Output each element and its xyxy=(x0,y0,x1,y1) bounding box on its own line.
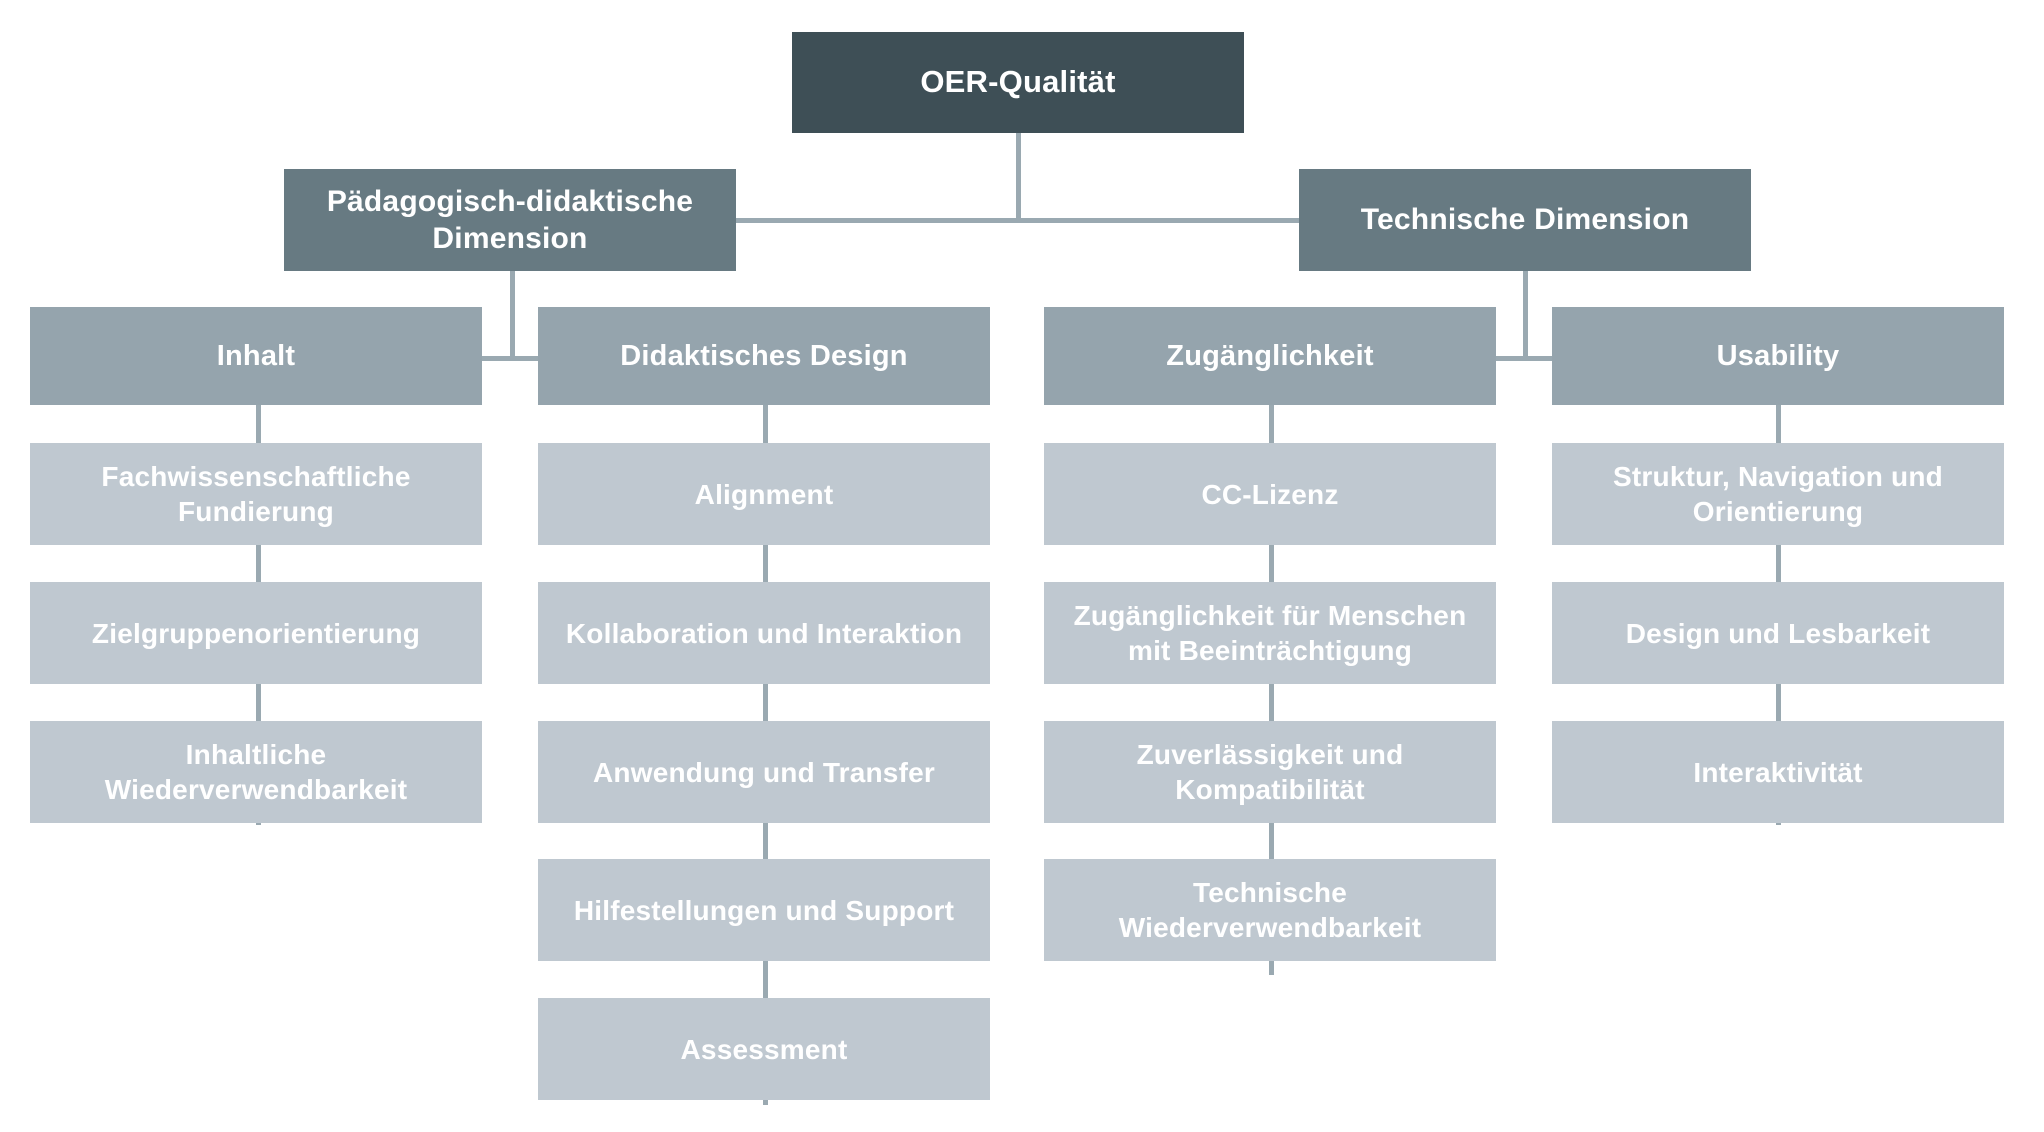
node-didaktisches-design[interactable]: Didaktisches Design xyxy=(538,307,990,405)
node-usability[interactable]: Usability xyxy=(1552,307,2004,405)
node-kollaboration-und-interaktion[interactable]: Kollaboration und Interaktion xyxy=(538,582,990,684)
node-zugaenglichkeit[interactable]: Zugänglichkeit xyxy=(1044,307,1496,405)
node-fachwissenschaftliche-fundierung[interactable]: Fachwissenschaftliche Fundierung xyxy=(30,443,482,545)
node-inhaltliche-wiederverwendbarkeit[interactable]: Inhaltliche Wiederverwendbarkeit xyxy=(30,721,482,823)
node-label: Anwendung und Transfer xyxy=(593,756,935,788)
node-anwendung-und-transfer[interactable]: Anwendung und Transfer xyxy=(538,721,990,823)
node-alignment[interactable]: Alignment xyxy=(538,443,990,545)
node-label: Zuverlässigkeit und Kompatibilität xyxy=(1136,739,1404,805)
node-zuverlaessigkeit-und-kompatibilitaet[interactable]: Zuverlässigkeit und Kompatibilität xyxy=(1044,721,1496,823)
node-assessment[interactable]: Assessment xyxy=(538,998,990,1100)
node-label: Design und Lesbarkeit xyxy=(1625,617,1931,649)
node-struktur-navigation-und-orientierung[interactable]: Struktur, Navigation und Orientierung xyxy=(1552,443,2004,545)
node-label: Technische Dimension xyxy=(1360,203,1690,237)
node-label: Zielgruppenorientierung xyxy=(91,617,421,649)
node-label: OER-Qualität xyxy=(920,64,1116,100)
node-label: Pädagogisch-didaktische Dimension xyxy=(326,184,694,256)
node-label: Inhalt xyxy=(216,339,296,372)
node-label: Kollaboration und Interaktion xyxy=(565,617,963,649)
node-paedagogisch-didaktische-dimension[interactable]: Pädagogisch-didaktische Dimension xyxy=(284,169,736,271)
connector-technische-down xyxy=(1523,271,1528,360)
node-label: Interaktivität xyxy=(1693,756,1863,788)
node-label: Zugänglichkeit xyxy=(1166,339,1374,372)
connector-paedagogisch-down xyxy=(510,271,515,360)
node-zielgruppenorientierung[interactable]: Zielgruppenorientierung xyxy=(30,582,482,684)
node-label: Usability xyxy=(1716,339,1840,372)
node-label: Fachwissenschaftliche Fundierung xyxy=(101,461,411,527)
node-label: Alignment xyxy=(694,478,834,510)
node-technische-dimension[interactable]: Technische Dimension xyxy=(1299,169,1751,271)
node-label: Hilfestellungen und Support xyxy=(573,894,955,926)
connector-zugaenglichkeit-chain xyxy=(1269,405,1274,975)
node-technische-wiederverwendbarkeit[interactable]: Technische Wiederverwendbarkeit xyxy=(1044,859,1496,961)
node-interaktivitaet[interactable]: Interaktivität xyxy=(1552,721,2004,823)
connector-dimension-spine xyxy=(735,218,1300,223)
node-label: Didaktisches Design xyxy=(620,339,908,372)
node-oer-qualitaet[interactable]: OER-Qualität xyxy=(792,32,1244,133)
node-inhalt[interactable]: Inhalt xyxy=(30,307,482,405)
node-zugaenglichkeit-fuer-menschen-mit-beeintraechtigung[interactable]: Zugänglichkeit für Menschen mit Beeinträ… xyxy=(1044,582,1496,684)
connector-paedagogisch-children xyxy=(256,356,765,361)
connector-technische-children xyxy=(1269,356,1778,361)
node-design-und-lesbarkeit[interactable]: Design und Lesbarkeit xyxy=(1552,582,2004,684)
node-label: Technische Wiederverwendbarkeit xyxy=(1118,877,1422,943)
node-label: CC-Lizenz xyxy=(1201,478,1339,510)
node-label: Assessment xyxy=(680,1033,848,1065)
node-hilfestellungen-und-support[interactable]: Hilfestellungen und Support xyxy=(538,859,990,961)
connector-root-down xyxy=(1016,133,1021,220)
node-label: Zugänglichkeit für Menschen mit Beeinträ… xyxy=(1073,600,1467,666)
node-cc-lizenz[interactable]: CC-Lizenz xyxy=(1044,443,1496,545)
node-label: Inhaltliche Wiederverwendbarkeit xyxy=(104,739,408,805)
node-label: Struktur, Navigation und Orientierung xyxy=(1613,461,1943,527)
